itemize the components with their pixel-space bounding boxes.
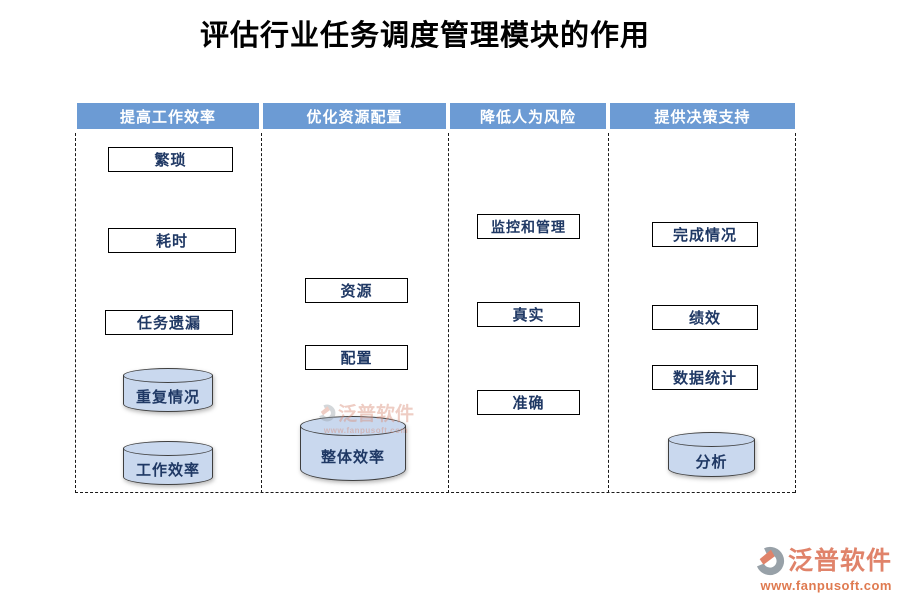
lane-body-work-efficiency: 繁琐 耗时 任务遗漏 重复情况 工作效率 bbox=[75, 133, 261, 493]
node-monitor-manage: 监控和管理 bbox=[477, 214, 580, 239]
lane-body-risk-reduction: 监控和管理 真实 准确 bbox=[448, 133, 608, 493]
node-duplication-cylinder: 重复情况 bbox=[123, 368, 213, 412]
brand-url: www.fanpusoft.com bbox=[760, 578, 892, 593]
cylinder-label: 整体效率 bbox=[320, 449, 385, 466]
lane-work-efficiency: 提高工作效率 繁琐 耗时 任务遗漏 重复情况 工作效率 bbox=[75, 103, 261, 493]
lane-header-work-efficiency: 提高工作效率 bbox=[77, 103, 259, 129]
node-data-statistics: 数据统计 bbox=[652, 365, 758, 390]
node-work-efficiency-cylinder: 工作效率 bbox=[123, 441, 213, 485]
fanpu-logo-icon bbox=[755, 546, 785, 576]
lane-divider bbox=[75, 133, 76, 493]
node-accurate: 准确 bbox=[477, 390, 580, 415]
lane-bottom-border bbox=[75, 492, 795, 493]
lane-header-resource-allocation: 优化资源配置 bbox=[263, 103, 446, 129]
node-task-omission: 任务遗漏 bbox=[105, 310, 233, 335]
lane-resource-allocation: 优化资源配置 资源 配置 整体效率 bbox=[261, 103, 448, 493]
lane-header-risk-reduction: 降低人为风险 bbox=[450, 103, 606, 129]
node-analysis-cylinder: 分析 bbox=[668, 432, 755, 477]
brand-name: 泛普软件 bbox=[787, 546, 892, 575]
node-performance: 绩效 bbox=[652, 305, 758, 330]
node-completion-status: 完成情况 bbox=[652, 222, 758, 247]
lane-risk-reduction: 降低人为风险 监控和管理 真实 准确 bbox=[448, 103, 608, 493]
node-authentic: 真实 bbox=[477, 302, 580, 327]
cylinder-label: 重复情况 bbox=[135, 389, 200, 406]
node-resource: 资源 bbox=[305, 278, 408, 303]
lane-body-resource-allocation: 资源 配置 整体效率 bbox=[261, 133, 448, 493]
node-haoshi: 耗时 bbox=[108, 228, 236, 253]
lane-header-decision-support: 提供决策支持 bbox=[610, 103, 795, 129]
cylinder-label: 工作效率 bbox=[135, 462, 200, 479]
lane-divider bbox=[448, 133, 449, 493]
lane-divider bbox=[608, 133, 609, 493]
page-title: 评估行业任务调度管理模块的作用 bbox=[199, 20, 650, 52]
cylinder-top bbox=[668, 432, 755, 447]
cylinder-top bbox=[123, 441, 213, 456]
brand-watermark: 泛普软件 www.fanpusoft.com bbox=[755, 546, 892, 592]
node-overall-efficiency-cylinder: 整体效率 bbox=[300, 416, 406, 481]
lane-divider bbox=[795, 133, 796, 493]
node-allocation: 配置 bbox=[305, 345, 408, 370]
lane-decision-support: 提供决策支持 完成情况 绩效 数据统计 分析 bbox=[608, 103, 795, 493]
cylinder-top bbox=[123, 368, 213, 383]
lane-body-decision-support: 完成情况 绩效 数据统计 分析 bbox=[608, 133, 795, 493]
cylinder-label: 分析 bbox=[695, 453, 728, 471]
node-fansuo: 繁琐 bbox=[108, 147, 233, 172]
lane-divider bbox=[261, 133, 262, 493]
cylinder-top bbox=[300, 416, 406, 436]
